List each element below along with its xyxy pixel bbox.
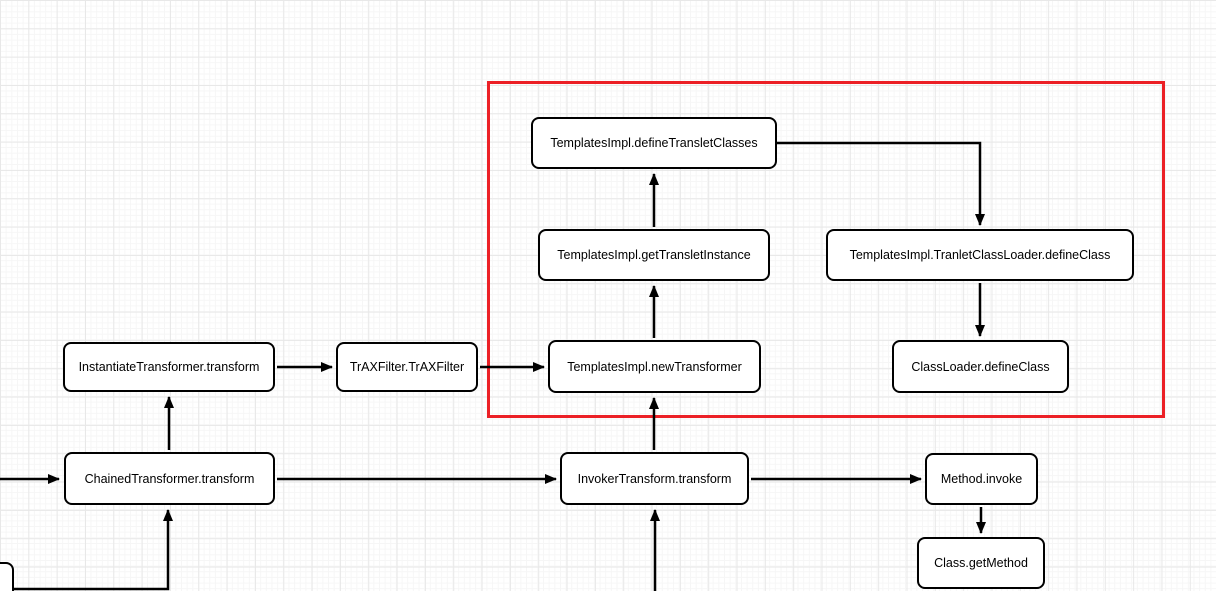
node-traxfilter-traxfilter[interactable]: TrAXFilter.TrAXFilter <box>336 342 478 392</box>
node-classloader-defineclass[interactable]: ClassLoader.defineClass <box>892 340 1069 393</box>
node-templatesimpl-tranletclassloader-defineclass[interactable]: TemplatesImpl.TranletClassLoader.defineC… <box>826 229 1134 281</box>
node-invokertransform-transform[interactable]: InvokerTransform.transform <box>560 452 749 505</box>
edge-definetransletclasses-to-tranletclassloader[interactable] <box>777 141 985 226</box>
node-label: TemplatesImpl.defineTransletClasses <box>550 136 758 150</box>
node-instantiatetransformer-transform[interactable]: InstantiateTransformer.transform <box>63 342 275 392</box>
node-offscreen-partial[interactable] <box>0 562 14 591</box>
node-templatesimpl-definetransletclasses[interactable]: TemplatesImpl.defineTransletClasses <box>531 117 777 169</box>
node-label: TrAXFilter.TrAXFilter <box>349 360 465 374</box>
node-chainedtransformer-transform[interactable]: ChainedTransformer.transform <box>64 452 275 505</box>
node-templatesimpl-gettransletinstance[interactable]: TemplatesImpl.getTransletInstance <box>538 229 770 281</box>
node-label: ClassLoader.defineClass <box>911 359 1050 374</box>
node-label: Method.invoke <box>940 472 1023 486</box>
node-label: InstantiateTransformer.transform <box>78 360 260 374</box>
node-templatesimpl-newtransformer[interactable]: TemplatesImpl.newTransformer <box>548 340 761 393</box>
node-label: Class.getMethod <box>934 556 1028 570</box>
highlight-rectangle[interactable] <box>487 81 1165 418</box>
edge-offscreennode-to-chainedtransformer[interactable] <box>14 509 173 591</box>
node-method-invoke[interactable]: Method.invoke <box>925 453 1038 505</box>
node-class-getmethod[interactable]: Class.getMethod <box>917 537 1045 589</box>
node-label: ChainedTransformer.transform <box>84 471 255 486</box>
node-label: TemplatesImpl.TranletClassLoader.defineC… <box>849 248 1111 262</box>
node-label: TemplatesImpl.getTransletInstance <box>557 248 751 262</box>
node-label: TemplatesImpl.newTransformer <box>567 359 742 374</box>
node-label: InvokerTransform.transform <box>577 471 732 486</box>
